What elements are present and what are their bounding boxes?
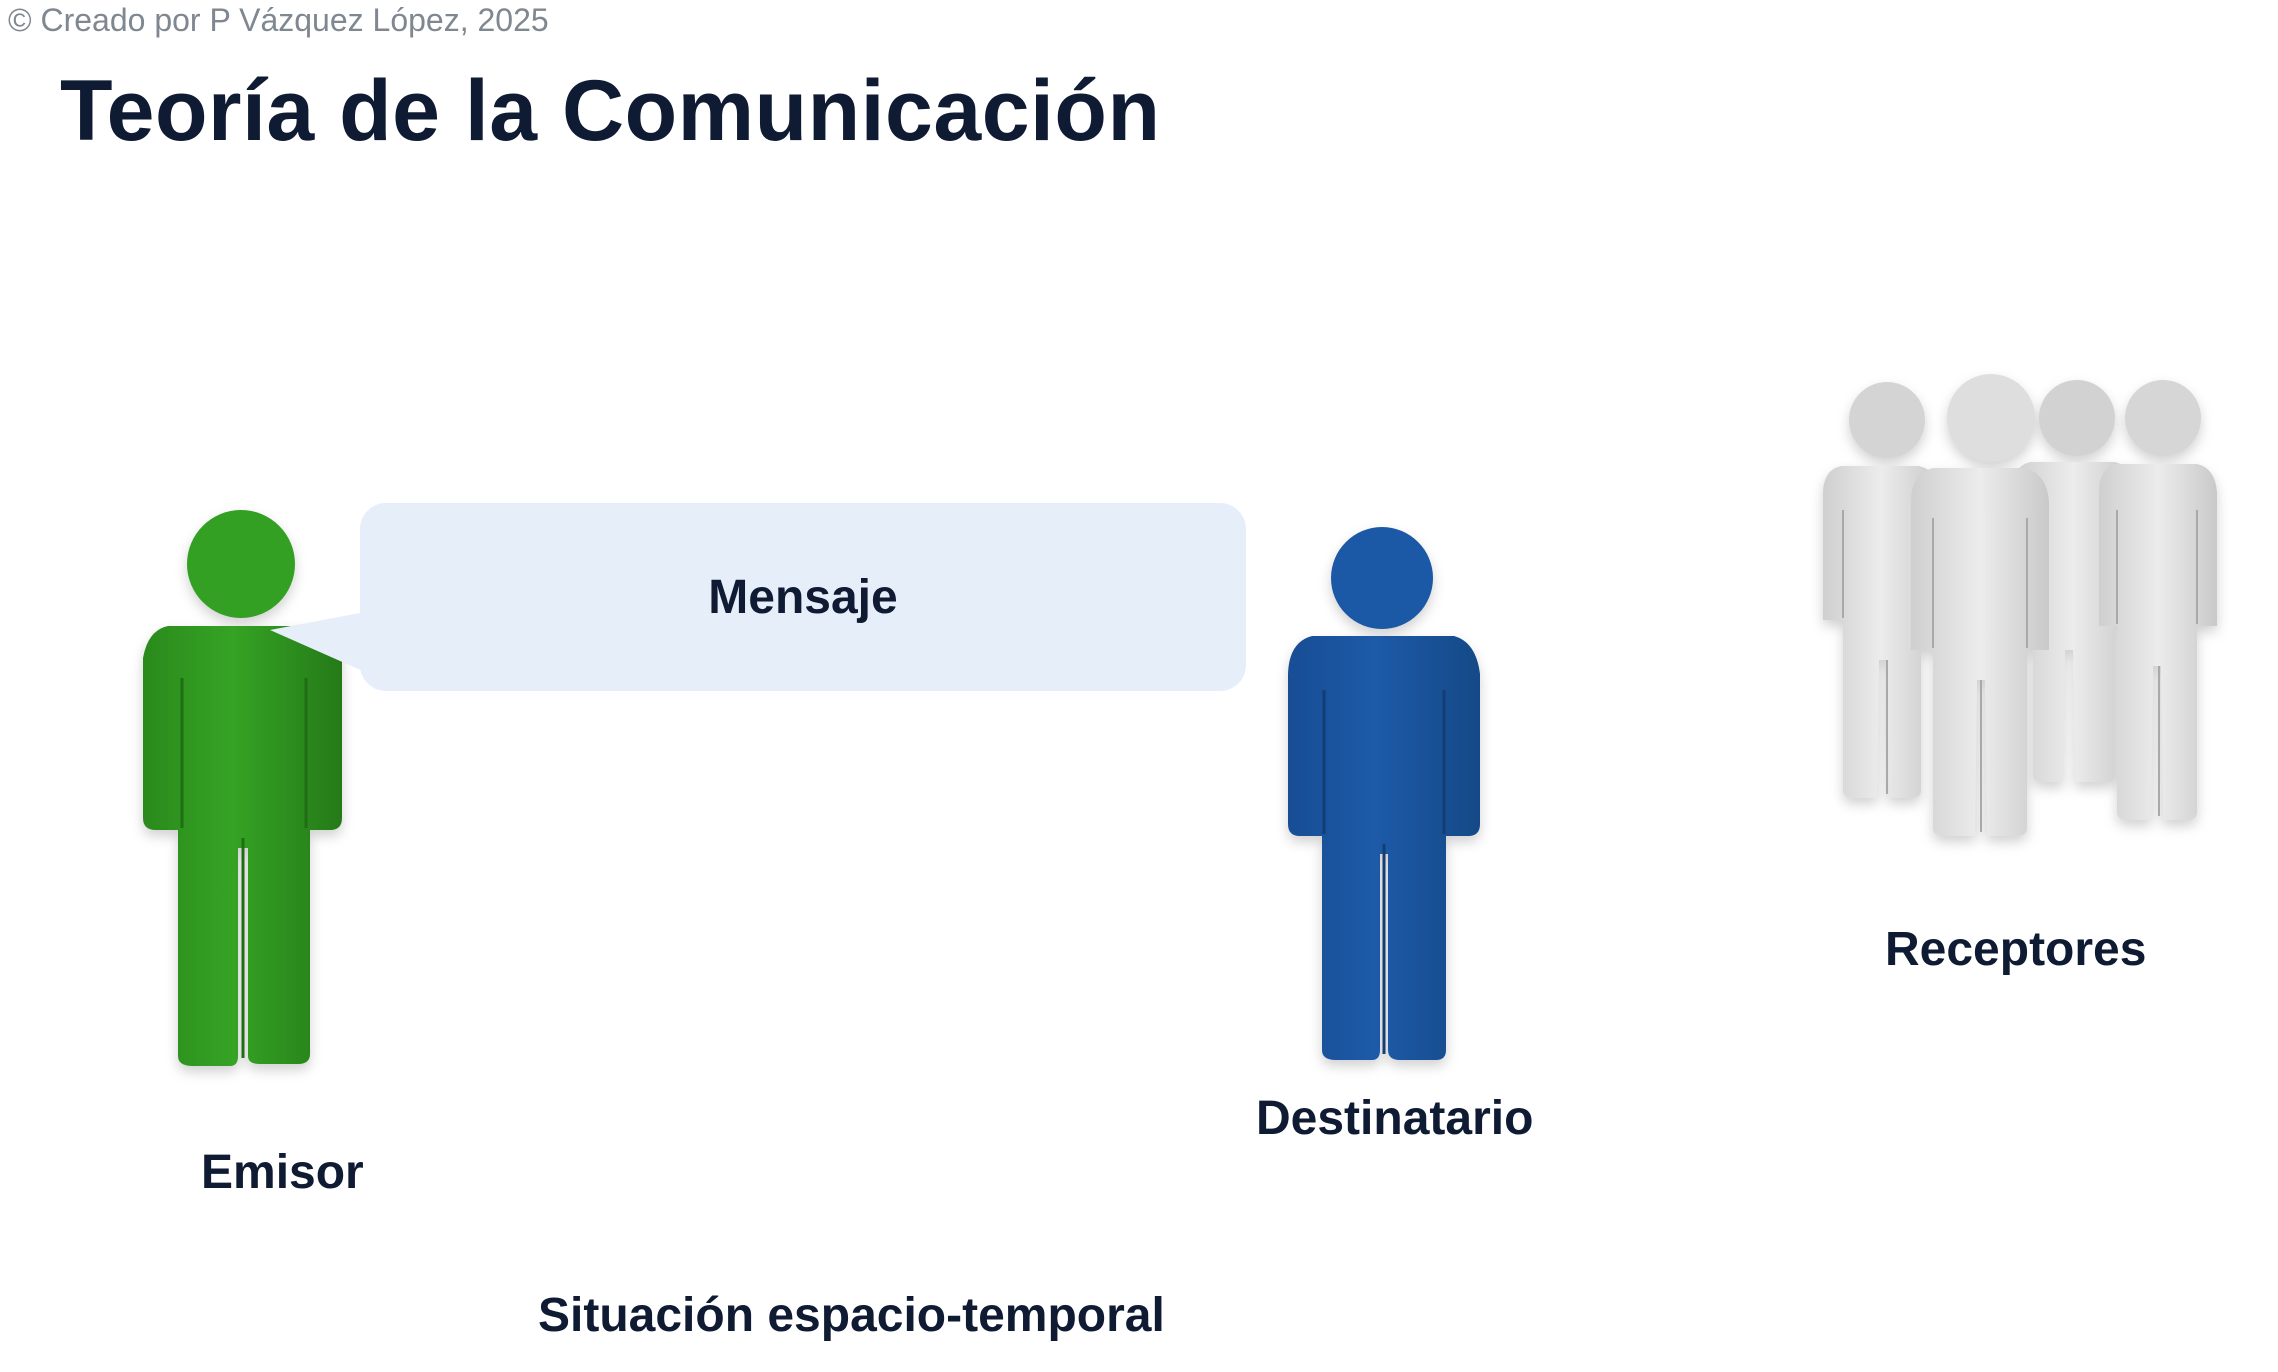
- recipient-label: Destinatario: [1256, 1092, 1534, 1145]
- copyright-notice: © Creado por P Vázquez López, 2025: [8, 2, 549, 38]
- message-label: Mensaje: [708, 570, 898, 624]
- green-person-icon: [143, 510, 342, 1066]
- speech-bubble-tail: [270, 612, 365, 672]
- context-label: Situación espacio-temporal: [538, 1289, 1165, 1342]
- person-front: [1911, 374, 2049, 836]
- receivers-label: Receptores: [1885, 923, 2147, 976]
- message-bubble: Mensaje: [360, 503, 1246, 691]
- person-left: [1823, 382, 1939, 798]
- person-right: [2099, 380, 2217, 820]
- slide-title: Teoría de la Comunicación: [60, 63, 1161, 159]
- blue-person-icon: [1288, 527, 1480, 1060]
- group-of-people-icon: [1823, 374, 2217, 836]
- sender-label: Emisor: [201, 1146, 364, 1199]
